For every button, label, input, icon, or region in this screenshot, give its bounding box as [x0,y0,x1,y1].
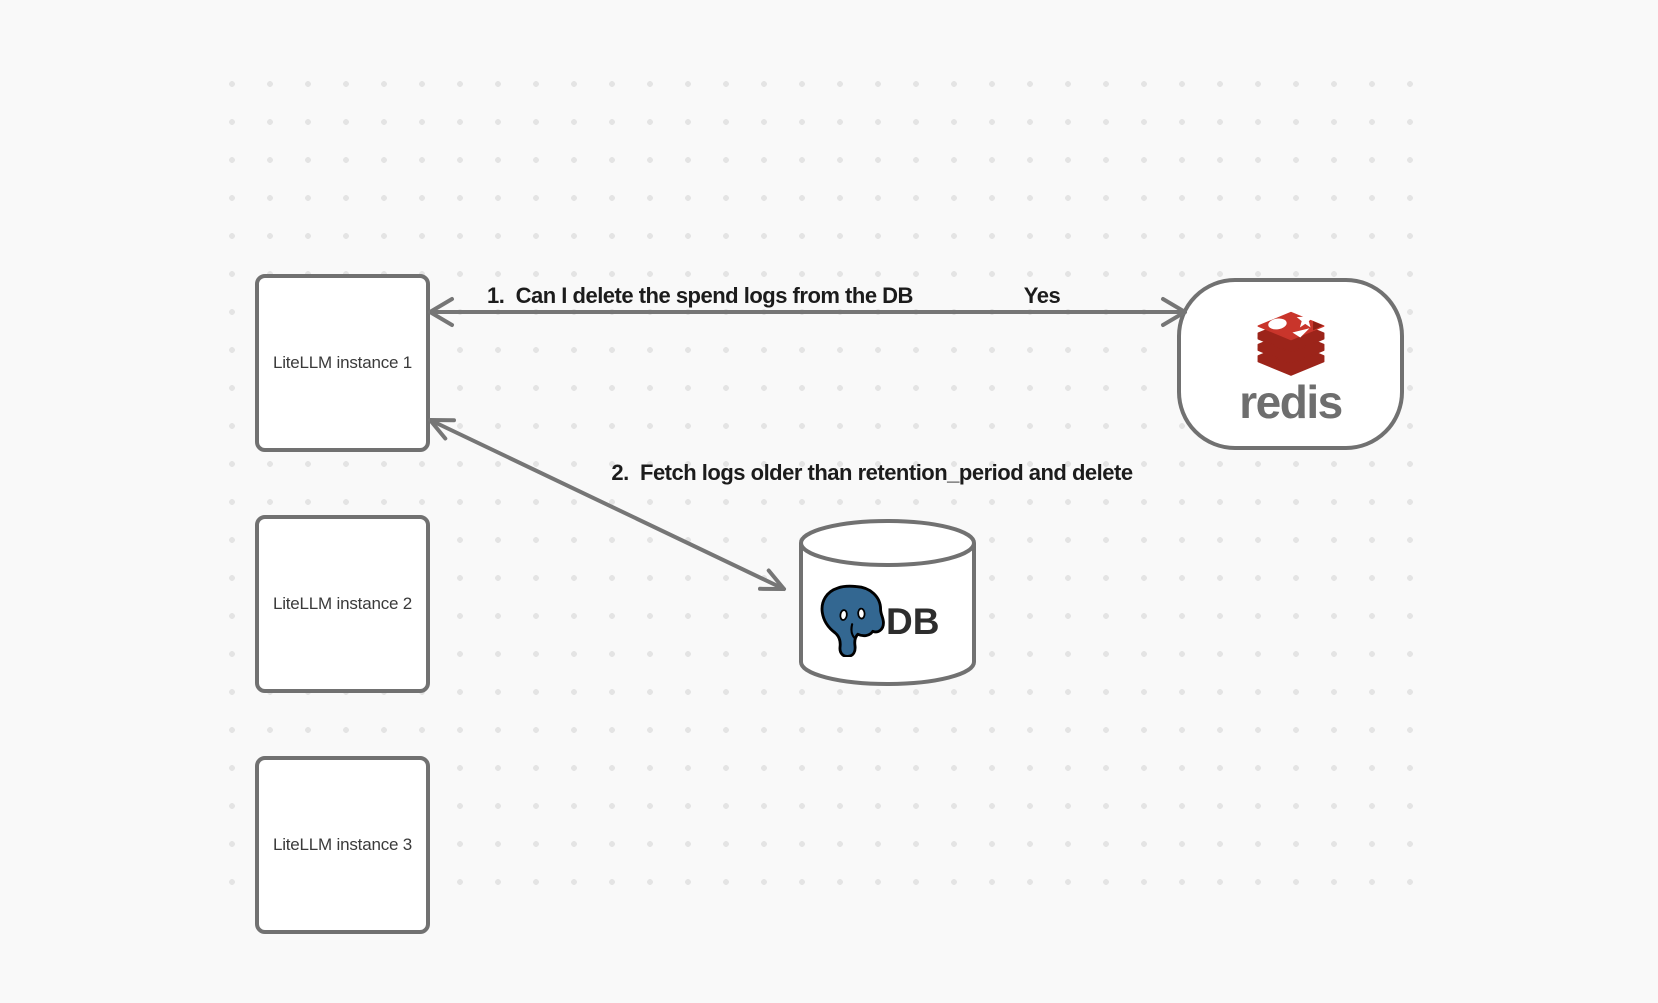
litellm-instance-3-node: LiteLLM instance 3 [255,756,430,934]
arrow-1-answer-label: Yes [1023,283,1061,308]
redis-node: redis [1177,278,1404,450]
db-label: DB [886,601,940,642]
litellm-instance-1-label: LiteLLM instance 1 [272,353,413,372]
arrow-2-label: 2. Fetch logs older than retention_perio… [611,460,1133,485]
redis-wordmark: redis [1239,375,1343,428]
arrow-1-question-label: 1. Can I delete the spend logs from the … [487,283,913,308]
litellm-instance-2-label: LiteLLM instance 2 [272,594,413,613]
litellm-instance-3-label: LiteLLM instance 3 [272,835,413,854]
redis-logo-icon [1248,304,1334,383]
litellm-instance-2-node: LiteLLM instance 2 [255,515,430,693]
litellm-instance-1-node: LiteLLM instance 1 [255,274,430,452]
